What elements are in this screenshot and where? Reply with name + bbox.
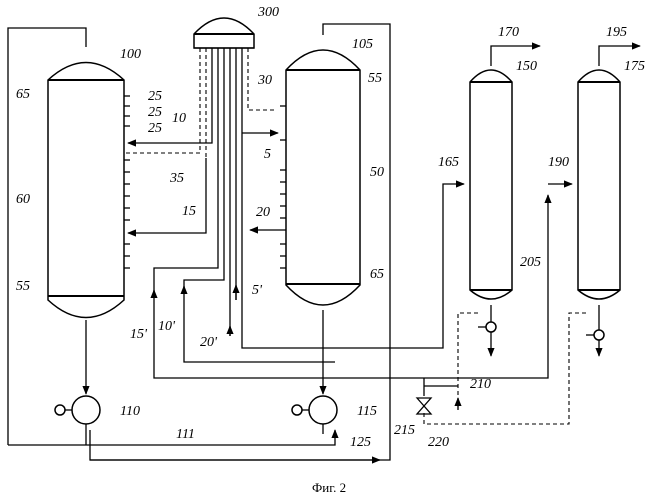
label-column-175: 175 xyxy=(624,59,645,74)
label-stream-10-prime: 10' xyxy=(158,319,176,334)
label-stream-190: 190 xyxy=(548,155,569,170)
label-stream-220: 220 xyxy=(428,435,449,450)
label-stream-125: 125 xyxy=(350,435,371,450)
pump-110 xyxy=(55,396,100,445)
figure-caption: Фиг. 2 xyxy=(312,480,346,495)
label-column-150: 150 xyxy=(516,59,537,74)
column-105 xyxy=(90,24,390,460)
label-stream-15: 15 xyxy=(182,204,196,219)
label-pump-110: 110 xyxy=(120,404,140,419)
label-column-105: 105 xyxy=(352,37,373,52)
label-stream-20-prime: 20' xyxy=(200,335,218,350)
label-zone-50: 50 xyxy=(370,165,384,180)
label-stream-20: 20 xyxy=(256,205,270,220)
column-105-tray-ticks xyxy=(280,106,286,268)
label-zone-55-left: 55 xyxy=(16,279,30,294)
label-stream-5-prime: 5' xyxy=(252,283,263,298)
label-stream-205: 205 xyxy=(520,255,541,270)
label-stream-111: 111 xyxy=(176,427,195,442)
label-zone-65-left: 65 xyxy=(16,87,30,102)
label-stream-30: 30 xyxy=(257,73,272,88)
label-stream-10: 10 xyxy=(172,111,186,126)
label-zone-65-right: 65 xyxy=(370,267,384,282)
label-stream-210: 210 xyxy=(470,377,491,392)
label-column-100: 100 xyxy=(120,47,141,62)
column-175 xyxy=(548,46,640,356)
label-tray-25-a: 25 xyxy=(148,89,162,104)
label-pump-115: 115 xyxy=(357,404,377,419)
valve-215 xyxy=(417,378,458,414)
label-stream-165: 165 xyxy=(438,155,459,170)
label-condenser-300: 300 xyxy=(257,5,279,20)
label-stream-5: 5 xyxy=(264,147,271,162)
label-stream-170: 170 xyxy=(498,25,519,40)
pump-115 xyxy=(292,396,337,434)
label-valve-215: 215 xyxy=(394,423,415,438)
label-stream-15-prime: 15' xyxy=(130,327,148,342)
label-tray-25-c: 25 xyxy=(148,121,162,136)
label-zone-60: 60 xyxy=(16,192,30,207)
label-zone-55-right: 55 xyxy=(368,71,382,86)
label-stream-195: 195 xyxy=(606,25,627,40)
line-111 xyxy=(8,430,335,445)
dashed-recycle-lines xyxy=(424,313,586,424)
column-150 xyxy=(470,46,540,356)
column-100-tray-ticks xyxy=(124,96,130,268)
label-tray-25-b: 25 xyxy=(148,105,162,120)
label-stream-35: 35 xyxy=(169,171,184,186)
